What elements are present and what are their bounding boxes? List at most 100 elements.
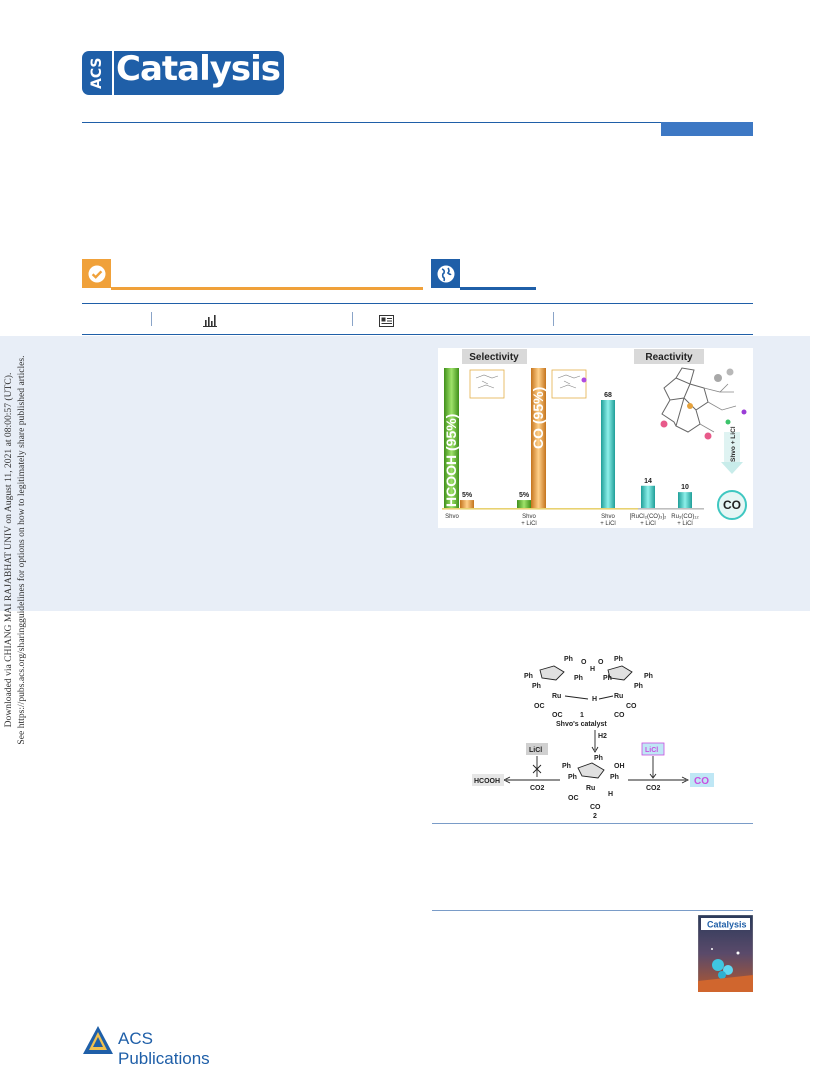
scheme-oc: OC (534, 703, 545, 710)
scheme-oc: OC (552, 712, 563, 719)
chart-bar (641, 485, 655, 508)
chart-bar (601, 400, 615, 508)
arrow-label: Shvo + LiCl (730, 426, 737, 462)
acs-logo-text: ACS (89, 57, 105, 89)
download-notice-line2[interactable]: See https://pubs.acs.org/sharingguidelin… (16, 355, 27, 745)
hcooh-selectivity-bar (444, 368, 459, 509)
toc-baseline (442, 508, 638, 510)
header-rule (82, 122, 753, 123)
chart-value-label: 5% (462, 492, 473, 499)
open-access-rule (111, 287, 423, 290)
scheme-co: CO (590, 804, 601, 811)
download-notice-line1: Downloaded via CHIANG MAI RAJABHAT UNIV … (3, 372, 14, 728)
open-access-badge[interactable] (82, 259, 111, 288)
scheme-o: O (581, 659, 587, 666)
scheme-ph: Ph (568, 774, 577, 781)
header-tab (661, 122, 753, 136)
metrics-separator (352, 312, 353, 326)
journal-cover-thumbnail[interactable]: Catalysis (697, 914, 754, 993)
category-label: Shvo (445, 514, 459, 520)
chart-bar (460, 500, 474, 508)
cover-title: Catalysis (707, 920, 747, 930)
down-arrow-icon (721, 462, 743, 474)
publisher-logo: ACS Publications (82, 1025, 242, 1068)
chart-value-label: 10 (681, 484, 689, 491)
bar-chart-icon[interactable] (203, 314, 217, 332)
category-label: + LiCl (521, 521, 537, 527)
acs-publications-emblem-icon (83, 1026, 113, 1054)
chart-value-label: 14 (644, 478, 652, 485)
metrics-separator (553, 312, 554, 326)
metrics-separator (151, 312, 152, 326)
toc-chart: Selectivity Reactivity HCOOH (95%) CO (9… (438, 348, 753, 528)
scheme-number-1: 1 (580, 712, 584, 719)
scheme-ph: Ph (564, 656, 573, 663)
category-label: [RuCl₂(CO)₃]₂ (630, 514, 667, 520)
scheme-rule (432, 823, 753, 824)
acs-logo-box (82, 51, 112, 95)
scheme-ru: Ru (586, 785, 595, 792)
scheme-oc: OC (568, 795, 579, 802)
journal-logo: ACS Catalysis (82, 49, 284, 95)
public-access-badge[interactable] (431, 259, 460, 288)
co-bar-label: CO (95%) (530, 387, 546, 449)
scheme-ph: Ph (610, 774, 619, 781)
globe-icon (437, 265, 454, 282)
publisher-name: ACS Publications (118, 1029, 210, 1068)
scheme-licl-right: LiCl (645, 747, 658, 754)
toc-reactivity-title: Reactivity (645, 352, 693, 363)
scheme-co2-left: CO2 (530, 785, 545, 792)
scheme-ph: Ph (594, 755, 603, 762)
co-product-label: CO (723, 498, 741, 512)
scheme-co: CO (614, 712, 625, 719)
toc-graphic: Selectivity Reactivity HCOOH (95%) CO (9… (438, 348, 753, 528)
cover-rule (432, 910, 753, 911)
article-icon[interactable] (379, 314, 394, 332)
scheme-h: H (608, 791, 613, 798)
scheme-ru: Ru (614, 693, 623, 700)
scheme-hcooh: HCOOH (474, 778, 500, 785)
scheme-ph: Ph (562, 763, 571, 770)
scheme-ph: Ph (614, 656, 623, 663)
co-selectivity-bar (531, 368, 546, 509)
scheme-co2-right: CO2 (646, 785, 661, 792)
category-label: Ru₃(CO)₁₂ (671, 514, 699, 520)
scheme-catalyst-label: Shvo's catalyst (556, 721, 607, 728)
shvo-licl-structure-inset (551, 369, 587, 399)
shvo-structure-inset (469, 369, 505, 399)
check-circle-icon (88, 265, 105, 282)
public-access-rule (460, 287, 536, 290)
scheme-ph: Ph (603, 675, 612, 682)
scheme-licl-left: LiCl (529, 747, 542, 754)
scheme-h2: H2 (598, 733, 607, 740)
scheme-ph: Ph (574, 675, 583, 682)
scheme-h: H (592, 696, 597, 703)
scheme-ru: Ru (552, 693, 561, 700)
scheme-oh: OH (614, 763, 625, 770)
scheme-co-product: CO (694, 776, 709, 787)
crystal-structure-illustration (660, 367, 747, 440)
scheme-ph: Ph (524, 673, 533, 680)
hcooh-bar-label: HCOOH (95%) (443, 414, 459, 507)
category-label: + LiCl (677, 521, 693, 527)
metrics-rule-bottom (82, 334, 753, 335)
metrics-rule-top (82, 303, 753, 304)
category-label: Shvo (601, 514, 615, 520)
chart-value-label: 68 (604, 392, 612, 399)
scheme-ph: Ph (634, 683, 643, 690)
scheme-co: CO (626, 703, 637, 710)
arrow-box (724, 432, 740, 464)
toc-baseline-right (638, 508, 704, 510)
scheme-o: O (598, 659, 604, 666)
toc-selectivity-title: Selectivity (469, 352, 519, 363)
category-label: + LiCl (640, 521, 656, 527)
category-label: + LiCl (600, 521, 616, 527)
category-label: Shvo (522, 514, 536, 520)
chart-value-label: 5% (519, 492, 530, 499)
download-notice: Downloaded via CHIANG MAI RAJABHAT UNIV … (2, 340, 32, 760)
chart-bar (678, 492, 692, 508)
scheme-number-2: 2 (593, 813, 597, 820)
scheme-ph: Ph (644, 673, 653, 680)
reaction-scheme: Ph O H O Ph Ph Ph Ph Ph Ph Ph Ru H Ru OC… (468, 650, 728, 820)
scheme-h: H (590, 666, 595, 673)
